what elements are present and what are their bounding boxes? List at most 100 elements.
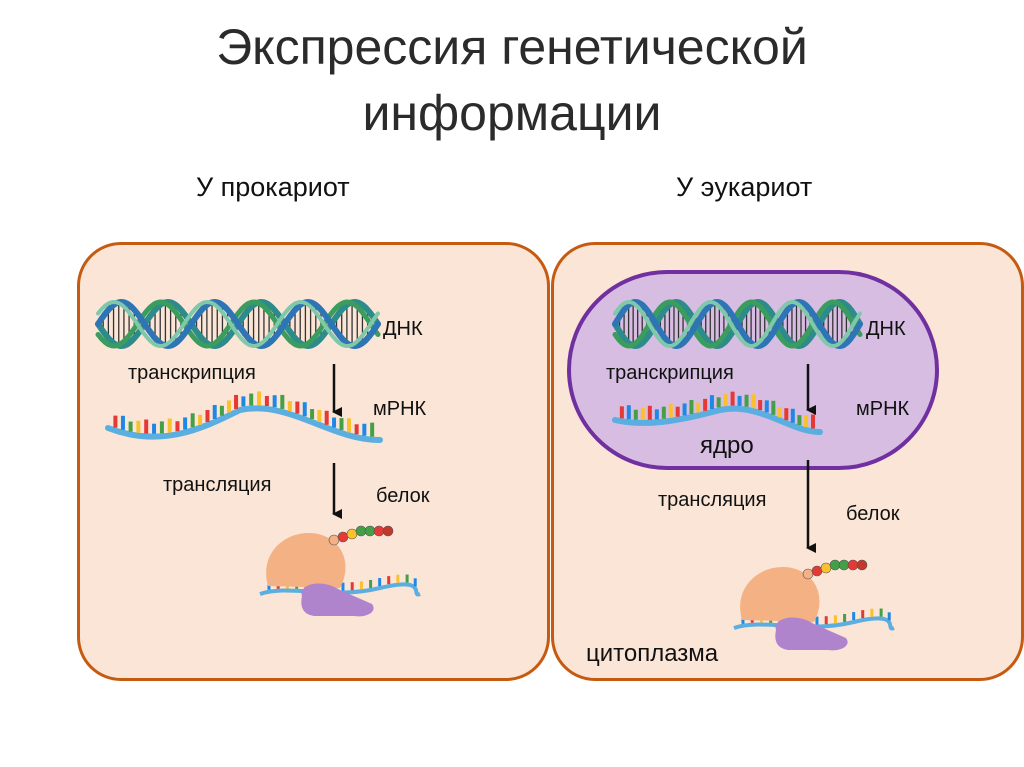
- prokaryote-dna-label: ДНК: [383, 318, 423, 340]
- dna-strand: [96, 299, 380, 349]
- ribosome-nucleotide: [843, 613, 847, 622]
- mrna-nucleotide: [152, 423, 157, 434]
- mrna-nucleotide: [144, 419, 149, 434]
- mrna-nucleotide: [234, 394, 239, 409]
- eukaryote-mrna-label: мРНК: [856, 398, 910, 420]
- mrna-nucleotide: [354, 424, 359, 435]
- mrna-nucleotide: [324, 410, 329, 425]
- mrna-nucleotide: [696, 402, 701, 413]
- dna-strand: [612, 299, 863, 349]
- mrna-nucleotide: [190, 413, 195, 428]
- ribosome-nucleotide: [378, 578, 382, 587]
- mrna-nucleotide: [804, 415, 809, 428]
- mrna-backbone: [105, 405, 383, 443]
- prokaryote-mrna-label: мРНК: [373, 398, 427, 420]
- mrna-nucleotide: [128, 421, 133, 432]
- ribosome-large-subunit: [740, 567, 820, 622]
- mrna-nucleotide: [257, 391, 262, 406]
- peptide-amino-acid: [328, 534, 340, 546]
- mrna-nucleotide: [764, 400, 769, 413]
- peptide-amino-acid: [346, 528, 358, 540]
- mrna-nucleotide: [668, 403, 673, 418]
- peptide-amino-acid: [829, 559, 841, 571]
- mrna-nucleotide: [777, 407, 782, 418]
- mrna-nucleotide: [771, 400, 776, 415]
- ribosome-nucleotide: [350, 582, 354, 591]
- title-line-1: Экспрессия генетической: [216, 19, 808, 75]
- mrna-nucleotide: [241, 396, 246, 407]
- peptide-amino-acid: [811, 565, 823, 577]
- mrna-nucleotide: [784, 408, 789, 421]
- ribosome-nucleotide: [887, 612, 891, 621]
- mrna-nucleotide: [287, 401, 292, 412]
- mrna-nucleotide: [633, 409, 638, 420]
- peptide-amino-acid: [856, 559, 868, 571]
- mrna-nucleotide: [136, 420, 141, 433]
- mrna-nucleotide: [302, 402, 307, 417]
- peptide-amino-acid: [355, 525, 367, 537]
- mrna-nucleotide: [226, 400, 231, 413]
- mrna-nucleotide: [654, 409, 659, 420]
- mrna-nucleotide: [811, 414, 816, 429]
- mrna-nucleotide: [295, 401, 300, 414]
- mrna-nucleotide: [647, 405, 652, 420]
- mrna-nucleotide: [272, 395, 277, 408]
- peptide-amino-acid: [364, 525, 376, 537]
- ribosome-nucleotide: [824, 616, 828, 625]
- mrna-nucleotide: [280, 394, 285, 409]
- mrna-nucleotide: [626, 405, 631, 420]
- nucleus-label: ядро: [700, 432, 754, 459]
- ribosome-nucleotide: [396, 574, 400, 583]
- mrna-nucleotide: [264, 396, 269, 407]
- ribosome-mrna: [733, 616, 895, 631]
- ribosome-nucleotide: [413, 578, 417, 587]
- eukaryote-transcription-label: транскрипция: [606, 362, 734, 384]
- eukaryote-dna-label: ДНК: [866, 318, 906, 340]
- mrna-nucleotide: [703, 398, 708, 411]
- prokaryote-translation-label: трансляция: [163, 474, 272, 496]
- cytoplasm-label: цитоплазма: [586, 640, 719, 667]
- mrna-nucleotide: [167, 418, 172, 433]
- mrna-nucleotide: [212, 404, 217, 419]
- mrna-nucleotide: [219, 405, 224, 416]
- mrna-nucleotide: [332, 417, 337, 428]
- mrna-nucleotide: [175, 421, 180, 432]
- eukaryote-translation-label: трансляция: [658, 489, 767, 511]
- mrna-nucleotide: [198, 414, 203, 425]
- ribosome-small-subunit: [301, 583, 374, 617]
- mrna-nucleotide: [682, 403, 687, 416]
- mrna-nucleotide: [751, 394, 756, 409]
- ribosome-nucleotide: [815, 616, 819, 625]
- mrna-nucleotide: [317, 409, 322, 422]
- mrna-nucleotide: [362, 423, 367, 436]
- mrna-nucleotide: [339, 418, 344, 431]
- mrna-nucleotide: [797, 415, 802, 426]
- mrna-nucleotide: [619, 406, 624, 419]
- mrna-nucleotide: [758, 400, 763, 411]
- ribosome-small-subunit: [775, 617, 848, 651]
- peptide-amino-acid: [820, 562, 832, 574]
- ribosome-nucleotide: [870, 608, 874, 617]
- prokaryote-ribosome: [259, 525, 421, 617]
- mrna-nucleotide: [113, 415, 118, 428]
- mrna-nucleotide: [709, 395, 714, 410]
- prokaryote-transcription-label: транскрипция: [128, 362, 256, 384]
- mrna-nucleotide: [723, 394, 728, 407]
- ribosome-nucleotide: [369, 579, 373, 588]
- ribosome-large-subunit: [266, 533, 346, 588]
- peptide-amino-acid: [382, 525, 394, 537]
- mrna-nucleotide: [689, 400, 694, 415]
- mrna-nucleotide: [675, 406, 680, 417]
- mrna-nucleotide: [159, 421, 164, 434]
- mrna-nucleotide: [730, 391, 735, 406]
- mrna-nucleotide: [716, 397, 721, 408]
- eukaryote-ribosome: [733, 559, 895, 651]
- mrna-nucleotide: [640, 407, 645, 420]
- ribosome-nucleotide: [833, 615, 837, 624]
- mrna-nucleotide: [347, 418, 352, 433]
- peptide-amino-acid: [838, 559, 850, 571]
- ribosome-nucleotide: [879, 608, 883, 617]
- ribosome-nucleotide: [341, 582, 345, 591]
